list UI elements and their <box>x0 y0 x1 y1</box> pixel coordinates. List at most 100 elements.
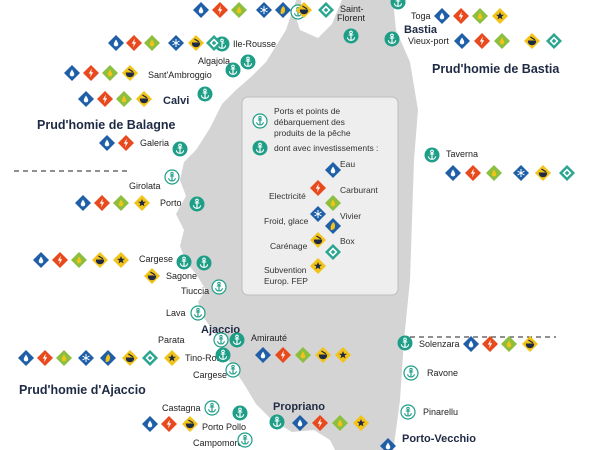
legend-vivier: Vivier <box>340 211 361 221</box>
port-castagna: Castagna <box>162 403 201 413</box>
fuel-drop-icon <box>116 91 132 107</box>
region-balagne: Prud'homie de Balagne <box>37 118 175 132</box>
lightning-icon <box>37 350 53 366</box>
anchor-icon <box>268 413 286 431</box>
port-amiraute: Amirauté <box>251 333 287 343</box>
legend-carburant: Carburant <box>340 185 378 195</box>
snowflake-icon <box>77 349 95 367</box>
water-drop-icon <box>75 195 91 211</box>
icons-row-sant-ambroggio <box>64 64 139 82</box>
boat-hull-icon <box>121 349 139 367</box>
boat-hull-icon <box>534 164 552 182</box>
icons-row-toga <box>434 8 508 24</box>
icons-row-taverna <box>445 164 575 182</box>
port-pinarellu: Pinarellu <box>423 407 458 417</box>
port-ravone: Ravone <box>427 368 458 378</box>
water-drop-icon <box>108 35 124 51</box>
port-girolata: Girolata <box>129 181 161 191</box>
fish-icon <box>275 2 291 18</box>
water-drop-icon <box>78 91 94 107</box>
lightning-icon <box>118 135 134 151</box>
city-ajaccio: Ajaccio <box>201 324 240 336</box>
water-drop-icon <box>33 252 49 268</box>
anchor-outline-icon <box>213 332 229 348</box>
port-sagone: Sagone <box>166 271 197 281</box>
port-ile-rousse: Ile-Rousse <box>233 39 276 49</box>
legend-ports-line3: produits de la pêche <box>274 128 351 138</box>
anchor-icon <box>175 253 193 271</box>
legend-subvention-1: Subvention <box>264 265 307 275</box>
fuel-drop-icon <box>472 8 488 24</box>
icons-row-castagna <box>142 415 199 433</box>
boat-hull-icon <box>187 34 205 52</box>
boat-hull-icon <box>523 32 541 50</box>
port-sant-ambroggio: Sant'Ambroggio <box>148 70 212 80</box>
port-saint-florent-1: Saint- <box>340 4 364 14</box>
fuel-drop-icon <box>486 165 502 181</box>
anchor-icon <box>251 139 269 157</box>
icons-row-porto <box>75 195 150 211</box>
city-calvi: Calvi <box>163 95 189 107</box>
anchor-icon <box>342 27 360 45</box>
water-drop-icon <box>142 416 158 432</box>
port-tino-rossi: Tino-Rossi <box>185 353 228 363</box>
snowflake-icon <box>167 34 185 52</box>
city-porto-vecchio: Porto-Vecchio <box>402 433 476 445</box>
star-icon <box>164 350 180 366</box>
port-lava: Lava <box>166 308 186 318</box>
boat-hull-icon <box>121 64 139 82</box>
water-drop-icon <box>99 135 115 151</box>
fuel-drop-icon <box>113 195 129 211</box>
port-tiuccia: Tiuccia <box>181 286 209 296</box>
legend-ports-line1: Ports et points de <box>274 106 340 116</box>
fish-icon <box>100 350 116 366</box>
icons-row-cargese-nord <box>33 251 129 269</box>
icons-row-galeria <box>99 135 134 151</box>
water-drop-icon <box>463 336 479 352</box>
legend-ports-line2: débarquement des <box>274 117 345 127</box>
port-taverna: Taverna <box>446 149 478 159</box>
anchor-icon <box>224 61 242 79</box>
anchor-outline-icon <box>403 365 419 381</box>
legend-eau: Eau <box>340 159 355 169</box>
icons-row-vieux-port <box>454 32 562 50</box>
anchor-icon <box>195 254 213 272</box>
port-saint-florent-2: Florent <box>337 13 366 23</box>
legend-invest: dont avec investissements : <box>274 143 378 153</box>
snowflake-icon <box>512 164 530 182</box>
port-cargese-nord: Cargese <box>139 254 173 264</box>
port-porto: Porto <box>160 198 182 208</box>
legend-froid: Froid, glace <box>264 216 309 226</box>
anchor-outline-icon <box>204 400 220 416</box>
star-icon <box>113 252 129 268</box>
port-porto-pollo: Porto Pollo <box>202 422 246 432</box>
star-icon <box>134 195 150 211</box>
legend-box: Box <box>340 236 355 246</box>
anchor-outline-icon <box>252 113 268 129</box>
box-icon <box>318 2 334 18</box>
anchor-icon <box>228 331 246 349</box>
anchor-icon <box>383 30 401 48</box>
anchor-icon <box>171 140 189 158</box>
icons-row-ile-rousse <box>108 34 222 52</box>
anchor-outline-icon <box>400 404 416 420</box>
city-propriano: Propriano <box>273 401 325 413</box>
fuel-drop-icon <box>231 2 247 18</box>
anchor-outline-icon <box>225 362 241 378</box>
icons-row-solenzara <box>463 335 539 353</box>
fuel-drop-icon <box>56 350 72 366</box>
port-algajola: Algajola <box>198 56 230 66</box>
lightning-icon <box>474 33 490 49</box>
box-icon <box>546 33 562 49</box>
boat-hull-icon <box>135 90 153 108</box>
anchor-icon <box>231 404 249 422</box>
region-ajaccio: Prud'homie d'Ajaccio <box>19 383 146 397</box>
icons-row-parata <box>18 349 180 367</box>
box-icon <box>142 350 158 366</box>
lightning-icon <box>212 2 228 18</box>
boat-hull-icon <box>143 267 161 285</box>
fuel-drop-icon <box>71 252 87 268</box>
legend-electricite: Electricité <box>269 191 306 201</box>
anchor-outline-icon <box>211 279 227 295</box>
anchor-icon <box>214 346 232 364</box>
